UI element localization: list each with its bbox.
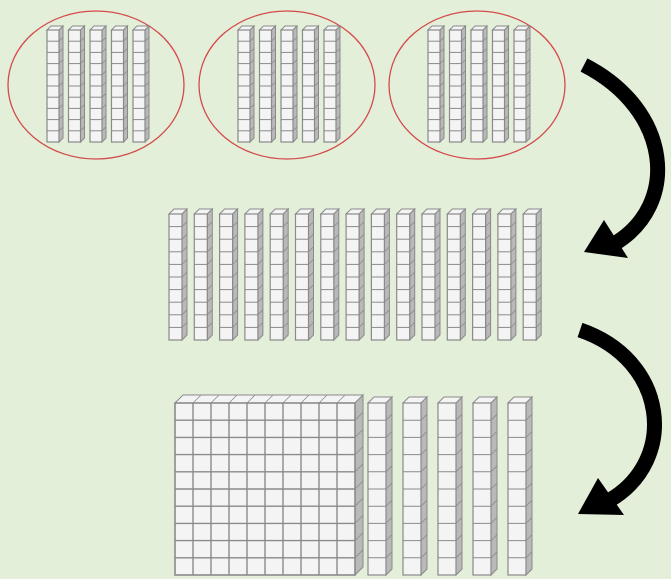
- tens-rod: [498, 209, 516, 340]
- tens-rod: [438, 397, 462, 575]
- tens-rod: [112, 26, 128, 142]
- tens-rod: [260, 26, 276, 142]
- hundreds-flat: [175, 395, 363, 575]
- tens-rod: [403, 397, 427, 575]
- tens-rod: [245, 209, 263, 340]
- tens-rod: [47, 26, 63, 142]
- tens-rod: [508, 397, 532, 575]
- tens-rod: [514, 26, 530, 142]
- regrouped-rods: [169, 209, 541, 340]
- tens-rod: [281, 26, 297, 142]
- arrow-combine: [584, 65, 658, 258]
- tens-rod: [473, 397, 497, 575]
- group-1: [8, 11, 184, 159]
- tens-rod: [447, 209, 465, 340]
- tens-rod: [133, 26, 149, 142]
- tens-rod: [324, 26, 340, 142]
- tens-rod: [194, 209, 212, 340]
- tens-rod: [90, 26, 106, 142]
- tens-rod: [422, 209, 440, 340]
- tens-rod: [303, 26, 319, 142]
- tens-rod: [321, 209, 339, 340]
- group-2: [199, 11, 375, 159]
- tens-rod: [450, 26, 466, 142]
- tens-rod: [371, 209, 389, 340]
- tens-rod: [270, 209, 288, 340]
- arrow-trade: [578, 330, 654, 515]
- tens-rod: [493, 26, 509, 142]
- tens-rod: [428, 26, 444, 142]
- tens-rod: [346, 209, 364, 340]
- tens-rod: [471, 26, 487, 142]
- tens-rod: [238, 26, 254, 142]
- tens-rod: [473, 209, 491, 340]
- tens-rod: [368, 397, 392, 575]
- tens-rod: [397, 209, 415, 340]
- tens-rod: [296, 209, 314, 340]
- tens-rod: [523, 209, 541, 340]
- group-3: [389, 11, 565, 159]
- traded-blocks: [175, 395, 532, 575]
- tens-rod: [69, 26, 85, 142]
- tens-rod: [220, 209, 238, 340]
- tens-rod: [169, 209, 187, 340]
